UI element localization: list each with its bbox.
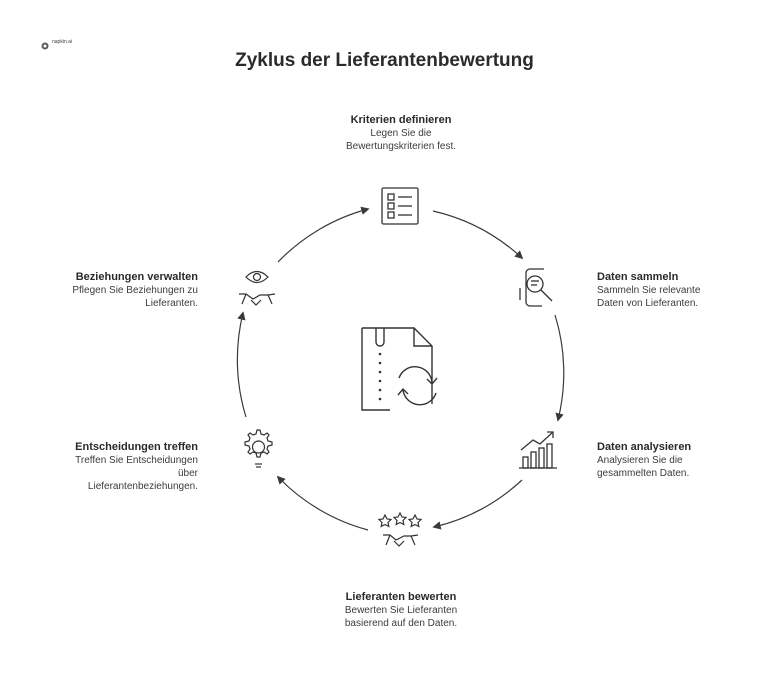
document-refresh-icon <box>361 327 438 411</box>
arrow-1 <box>432 210 524 260</box>
step-title: Beziehungen verwalten <box>75 271 198 283</box>
step-title: Entscheidungen treffen <box>75 441 198 453</box>
arrow-4 <box>276 475 369 531</box>
step-description: Treffen Sie Entscheidungen über Lieferan… <box>75 455 198 492</box>
stars-handshake-icon <box>377 511 423 547</box>
step-daten-analysieren: Daten analysieren Analysieren Sie die ge… <box>597 440 747 480</box>
step-title: Daten analysieren <box>597 441 692 453</box>
step-lieferanten-bewerten: Lieferanten bewerten Bewerten Sie Liefer… <box>321 590 481 630</box>
step-title: Kriterien definieren <box>350 114 452 126</box>
logo-text: napkin.ai <box>52 39 73 45</box>
page-title: Zyklus der Lieferantenbewertung <box>235 50 534 71</box>
step-entscheidungen-treffen: Entscheidungen treffen Treffen Sie Entsc… <box>40 440 198 493</box>
step-description: Analysieren Sie die gesammelten Daten. <box>597 455 690 479</box>
checklist-icon <box>381 187 419 225</box>
arrow-2 <box>554 314 565 422</box>
step-description: Legen Sie die Bewertungskriterien fest. <box>345 128 457 152</box>
lightbulb-gear-icon <box>244 429 273 468</box>
step-title: Daten sammeln <box>597 271 679 283</box>
bar-chart-trend-icon <box>519 431 557 469</box>
eye-handshake-icon <box>239 270 276 306</box>
step-description: Sammeln Sie relevante Daten von Lieferan… <box>597 285 701 309</box>
document-search-icon <box>519 268 553 307</box>
step-kriterien-definieren: Kriterien definieren Legen Sie die Bewer… <box>316 113 486 153</box>
cycle-arrows <box>236 206 565 531</box>
step-description: Pflegen Sie Beziehungen zu Lieferanten. <box>72 285 198 309</box>
arrow-3 <box>432 479 523 530</box>
step-beziehungen-verwalten: Beziehungen verwalten Pflegen Sie Bezieh… <box>40 270 198 310</box>
arrow-5 <box>236 311 247 418</box>
logo-mark-icon <box>41 42 49 50</box>
step-daten-sammeln: Daten sammeln Sammeln Sie relevante Date… <box>597 270 747 310</box>
step-title: Lieferanten bewerten <box>345 591 457 603</box>
arrow-6 <box>277 206 370 263</box>
step-description: Bewerten Sie Lieferanten basierend auf d… <box>344 605 458 629</box>
